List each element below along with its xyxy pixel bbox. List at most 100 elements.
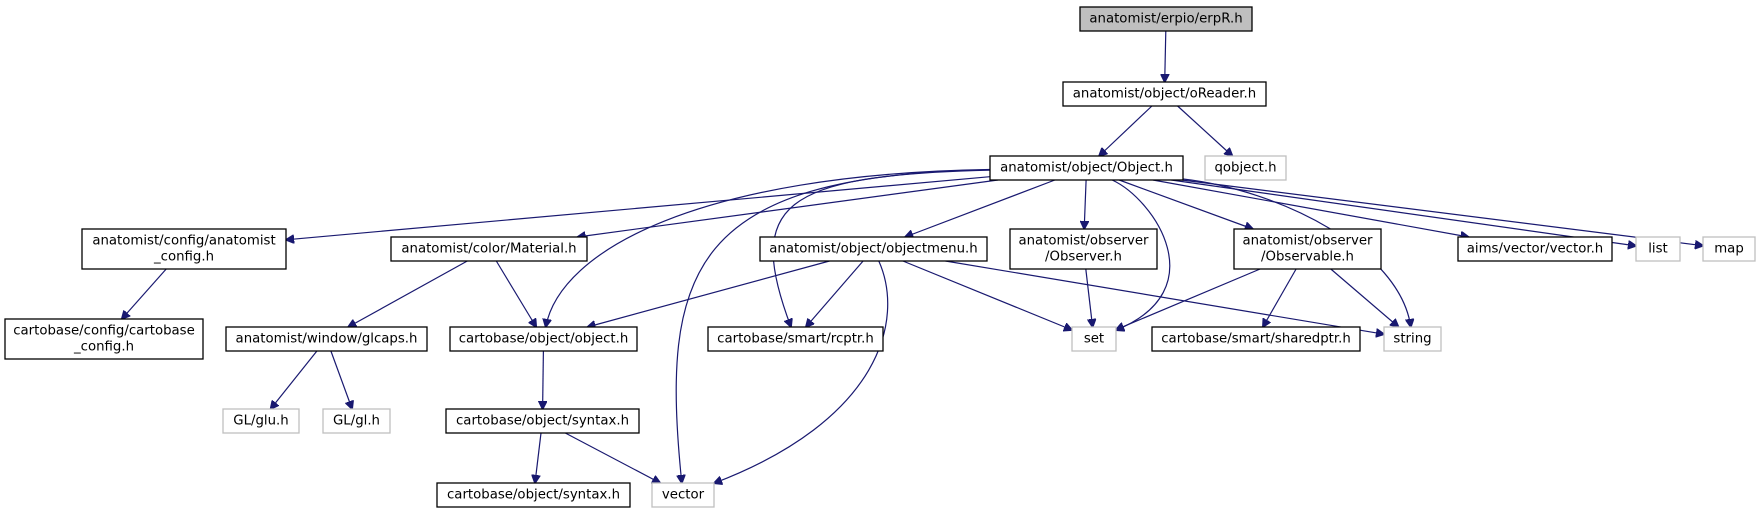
node-box [1702, 236, 1756, 262]
edge-Object-to-cobject [546, 168, 991, 328]
node-glcaps[interactable]: anatomist/window/glcaps.h [225, 326, 428, 352]
node-box [1009, 228, 1158, 270]
node-anaconfig[interactable]: anatomist/config/anatomist_config.h [81, 228, 287, 270]
node-label: anatomist/object/objectmenu.h [769, 242, 977, 257]
node-qobject: qobject.h [1204, 155, 1287, 181]
node-label: cartobase/smart/rcptr.h [717, 332, 874, 347]
node-label: cartobase/smart/sharedptr.h [1161, 332, 1351, 347]
node-label: cartobase/object/syntax.h [447, 488, 620, 503]
edge-Object-to-Observable [1118, 179, 1253, 229]
node-oreader[interactable]: anatomist/object/oReader.h [1062, 81, 1267, 107]
node-label: GL/gl.h [333, 414, 380, 429]
edges [122, 30, 1703, 483]
node-cartoconfig[interactable]: cartobase/config/cartobase_config.h [4, 318, 204, 360]
edge-objectmenu-to-string [945, 260, 1384, 334]
node-box [989, 155, 1184, 181]
edge-Object-to-set [1111, 179, 1171, 330]
edge-syntax1-to-syntax2 [535, 432, 542, 483]
node-label: /Observable.h [1261, 250, 1354, 265]
edge-Observable-to-sharedptr [1263, 268, 1297, 327]
edge-glcaps-to-glu [271, 350, 318, 409]
node-material[interactable]: anatomist/color/Material.h [390, 236, 588, 262]
edge-erpR-to-oReader [1165, 30, 1166, 82]
edge-syntax1-to-vector [565, 432, 660, 483]
node-box [1151, 326, 1361, 352]
node-box [759, 236, 988, 262]
node-label: list [1648, 242, 1668, 257]
node-label: vector [662, 488, 705, 503]
node-label: anatomist/erpio/erpR.h [1089, 12, 1242, 27]
edge-objectmenu-to-cobject [588, 260, 830, 327]
node-box [4, 318, 204, 360]
node-label: cartobase/object/object.h [459, 332, 629, 347]
node-box [1635, 236, 1681, 262]
node-box [390, 236, 588, 262]
node-label: aims/vector/vector.h [1467, 242, 1603, 257]
edge-Object-to-aimsvector [1152, 179, 1469, 237]
node-label: qobject.h [1214, 161, 1276, 176]
node-box [225, 326, 428, 352]
node-box [651, 482, 715, 508]
node-glu: GL/glu.h [222, 408, 300, 434]
node-sharedptr[interactable]: cartobase/smart/sharedptr.h [1151, 326, 1361, 352]
node-label: _config.h [73, 340, 134, 355]
edge-oReader-to-Object [1099, 105, 1153, 156]
node-string: string [1383, 326, 1442, 352]
node-box [449, 326, 638, 352]
node-label: map [1714, 242, 1744, 257]
node-observer[interactable]: anatomist/observer/Observer.h [1009, 228, 1158, 270]
node-syntax2[interactable]: cartobase/object/syntax.h [436, 482, 631, 508]
node-list: list [1635, 236, 1681, 262]
node-box [1062, 81, 1267, 107]
edge-Object-to-Material [578, 179, 999, 237]
node-label: set [1084, 332, 1104, 347]
node-label: anatomist/config/anatomist [92, 234, 275, 249]
node-syntax1[interactable]: cartobase/object/syntax.h [445, 408, 640, 434]
node-label: cartobase/object/syntax.h [456, 414, 629, 429]
edge-Object-to-list [1171, 179, 1636, 246]
edge-anaconfig-to-cartoconfig [122, 268, 167, 319]
node-erpr[interactable]: anatomist/erpio/erpR.h [1079, 6, 1253, 32]
node-label: /Observer.h [1045, 250, 1122, 265]
node-box [1233, 228, 1382, 270]
edge-Object-to-vector [675, 169, 991, 483]
node-rcptr[interactable]: cartobase/smart/rcptr.h [707, 326, 884, 352]
node-box [1204, 155, 1287, 181]
node-box [322, 408, 391, 434]
node-cobject[interactable]: cartobase/object/object.h [449, 326, 638, 352]
node-box [222, 408, 300, 434]
edge-Material-to-glcaps [348, 260, 468, 327]
node-label: _config.h [153, 250, 214, 265]
edge-Object-to-Observer [1084, 179, 1086, 229]
node-label: anatomist/observer [1018, 234, 1149, 249]
edge-Observer-to-set [1085, 268, 1093, 327]
node-map: map [1702, 236, 1756, 262]
node-box [436, 482, 631, 508]
edge-oReader-to-qobject [1177, 105, 1233, 156]
node-object[interactable]: anatomist/object/Object.h [989, 155, 1184, 181]
node-aimsvector[interactable]: aims/vector/vector.h [1457, 236, 1613, 262]
node-observable[interactable]: anatomist/observer/Observable.h [1233, 228, 1382, 270]
node-label: GL/glu.h [233, 414, 288, 429]
node-set: set [1071, 326, 1117, 352]
edge-Object-to-anaconfig [286, 176, 991, 240]
edge-Observable-to-set [1116, 268, 1261, 330]
node-label: anatomist/color/Material.h [401, 242, 576, 257]
edge-objectmenu-to-set [902, 260, 1072, 330]
node-box [1457, 236, 1613, 262]
node-vector: vector [651, 482, 715, 508]
edge-cobject-to-syntax1 [543, 350, 544, 409]
node-label: anatomist/observer [1242, 234, 1373, 249]
edge-Object-to-string [1182, 178, 1411, 327]
edge-objectmenu-to-vector [714, 260, 889, 483]
node-box [1071, 326, 1117, 352]
node-box [445, 408, 640, 434]
node-label: string [1393, 332, 1431, 347]
node-box [707, 326, 884, 352]
edge-glcaps-to-gl [330, 350, 352, 409]
node-box [1383, 326, 1442, 352]
node-objectmenu[interactable]: anatomist/object/objectmenu.h [759, 236, 988, 262]
node-box [1079, 6, 1253, 32]
node-label: anatomist/object/oReader.h [1073, 87, 1256, 102]
